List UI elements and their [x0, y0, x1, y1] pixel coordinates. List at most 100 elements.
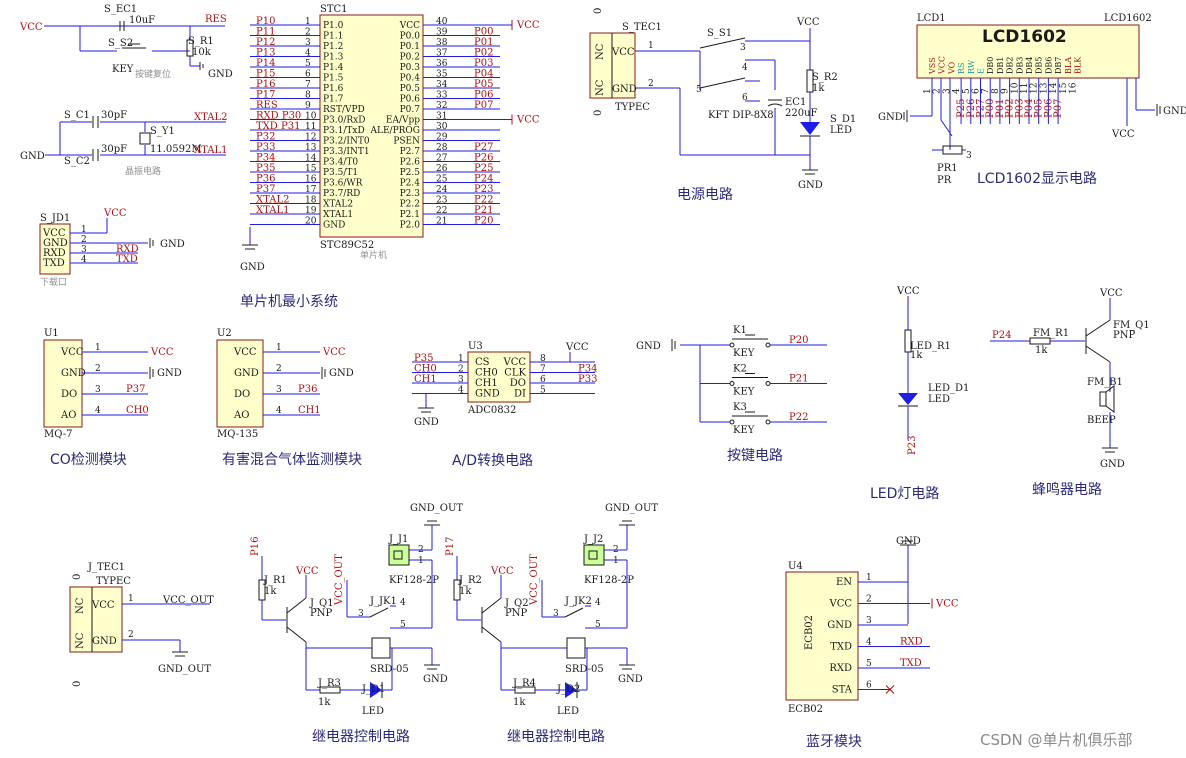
sensor-pin-name: VCC: [233, 347, 257, 358]
mcu-pin-number: 5: [305, 59, 311, 69]
mcu-pin-number: 20: [305, 217, 317, 227]
lcd-pot-ref: PR1: [937, 163, 958, 174]
jtec-nc-1: NC: [75, 597, 86, 614]
mcu-pin-name: P1.0: [323, 21, 344, 31]
power-switch-ref: S_S1: [707, 28, 732, 39]
lcd-pin-name: VCC: [938, 56, 947, 75]
reset-gnd-label: GND: [208, 69, 233, 80]
buzzer-res-ref: FM_R1: [1033, 328, 1069, 339]
adc-net-label: CH1: [414, 374, 437, 385]
mcu-pin-name: ALE/PROG: [370, 126, 420, 136]
sensor-pin-number: 3: [95, 385, 101, 395]
mcu-pin-number: 23: [436, 196, 448, 206]
bt-pin-number: 6: [866, 681, 872, 691]
lcd-net-label: P03: [1014, 99, 1025, 118]
crystal-c1-ref: S_C1: [64, 110, 90, 121]
mcu-net-label: RES: [256, 100, 278, 111]
power-pin-3: 3: [740, 43, 746, 53]
lcd-section-title: LCD1602显示电路: [977, 171, 1097, 187]
jtec-gnd-pin: GND: [92, 636, 117, 647]
bt-section-title: 蓝牙模块: [806, 734, 862, 750]
jd1-pin-name: TXD: [43, 258, 65, 269]
lcd-designator: LCD1: [917, 13, 946, 24]
mcu-pin-number: 30: [436, 122, 448, 132]
keys-section-title: 按键电路: [727, 448, 783, 464]
lcd-pin-number: 8: [991, 88, 1001, 94]
mcu-pin-number: 40: [436, 17, 448, 27]
mcu-pin-name: RST/VPD: [323, 105, 365, 115]
lcd-part: LCD1602: [1104, 13, 1152, 24]
lcd-pin-number: 15: [1059, 82, 1069, 94]
adc-pin-number: 6: [540, 375, 546, 385]
mcu-net-label: P15: [256, 69, 275, 80]
lcd-pin-number: 14: [1049, 82, 1059, 94]
mcu-pin-number: 37: [436, 49, 448, 59]
key-value: KEY: [733, 348, 755, 359]
bt-pin-number: 2: [866, 595, 872, 605]
mcu-designator: STC1: [320, 4, 348, 15]
mcu-net-label: P00: [474, 27, 493, 38]
power-pin-2: 2: [648, 79, 654, 89]
lcd-pin-name: DB3: [1015, 57, 1024, 74]
reset-switch-ref: S_S2: [108, 38, 133, 49]
buzzer-value: BEEP: [1087, 415, 1116, 426]
relay1-res-ref: J_R1: [263, 575, 287, 586]
jtec-pin-2: 2: [128, 630, 134, 640]
key-net-label: P20: [789, 335, 808, 346]
sensor-pin-number: 2: [95, 364, 101, 374]
bt-net-label: RXD: [900, 637, 923, 648]
u1-part: MQ-7: [44, 429, 73, 440]
led-res-ref: LED_R1: [910, 341, 951, 352]
relay2-led-ref: J_D2: [556, 684, 580, 695]
relay2-conn-value: KF128-2P: [584, 575, 634, 586]
mcu-pin-number: 33: [436, 91, 448, 101]
mcu-net-label: P11: [256, 27, 275, 38]
jtec-zero-1: 0: [72, 574, 83, 580]
relay1-pin-2: 2: [418, 545, 424, 555]
lcd-net-label: P04: [1024, 99, 1035, 118]
mcu-pin-name: P2.0: [400, 221, 421, 231]
mcu-pin-number: 34: [436, 80, 448, 90]
sensor-pin-number: 4: [95, 406, 101, 416]
mcu-net-label: XTAL1: [256, 205, 289, 216]
relay1-q-ref: J_Q1: [309, 598, 334, 609]
mcu-net-label: P25: [474, 163, 493, 174]
mcu-pin-number: 3: [305, 38, 311, 48]
lcd-pin-name: BLK: [1074, 56, 1083, 74]
lcd-pin-number: 9: [1001, 88, 1011, 94]
mcu-net-label: P37: [256, 184, 275, 195]
mcu-pin-number: 26: [436, 164, 448, 174]
mcu-net-label: P22: [474, 195, 493, 206]
relay1-q-value: PNP: [310, 608, 332, 619]
adc-net-label: P34: [578, 364, 597, 375]
sensor-pin-name: AO: [233, 410, 249, 421]
mcu-net-label: P07: [474, 100, 493, 111]
mcu-pin-number: 16: [305, 175, 317, 185]
sensor-net-label: CH0: [126, 405, 149, 416]
key-contact: [765, 342, 771, 348]
lcd-pin-number: 10: [1010, 82, 1020, 94]
led-section-title: LED灯电路: [870, 486, 939, 502]
adc-pin-name: CS: [475, 357, 490, 368]
bt-pin-number: 4: [866, 638, 872, 648]
mcu-pin-number: 6: [305, 70, 311, 80]
jd1-pin-number: 1: [81, 225, 87, 235]
mcu-pin-name: P2.7: [400, 147, 421, 157]
lcd-pin-name: VSS: [928, 57, 937, 75]
adc-net-label: CH0: [414, 364, 437, 375]
reset-note: 按键复位: [135, 68, 171, 80]
led-net: P23: [907, 436, 918, 455]
lcd-net-label: P01: [995, 99, 1006, 118]
relay2-q-ref: J_Q2: [504, 598, 529, 609]
crystal-value: 11.0592M: [150, 144, 202, 155]
adc-pin-name: GND: [475, 389, 500, 400]
sensor-pin-number: 4: [276, 406, 282, 416]
jd1-pin-number: 2: [81, 235, 87, 245]
adc-gnd-label: GND: [414, 417, 439, 428]
adc-pin-name: DO: [510, 378, 526, 389]
bt-pin-name: VCC: [828, 599, 852, 610]
power-conn-vcc-pin: VCC: [611, 47, 635, 58]
